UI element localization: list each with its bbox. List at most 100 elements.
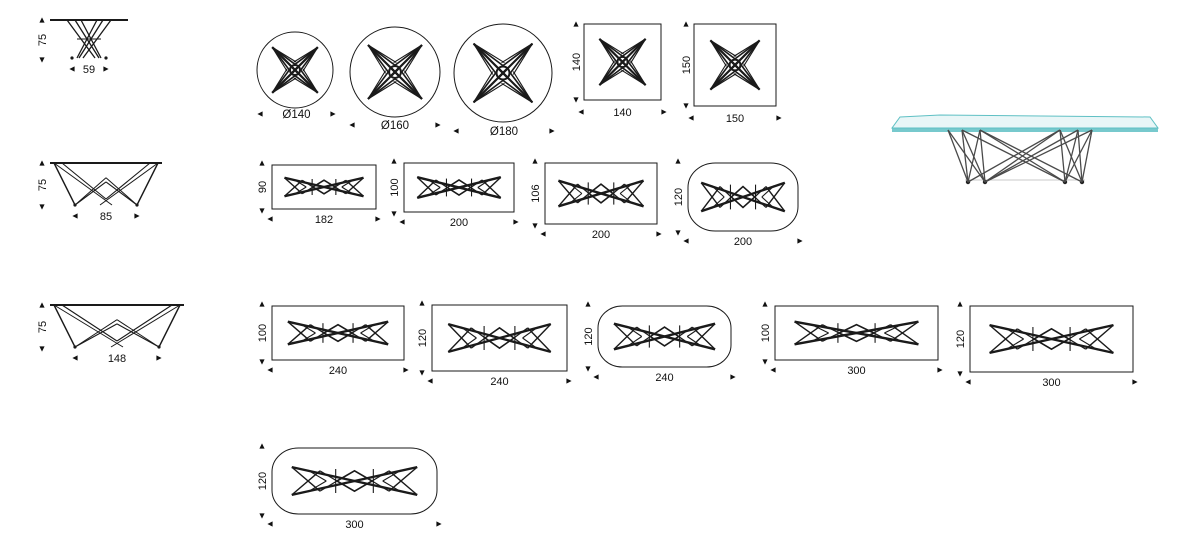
rounded-top-200x120: 120 200 [673, 158, 803, 248]
dimension-arrow [532, 158, 538, 164]
steel-base-top-view [416, 176, 502, 199]
height-label: 120 [417, 329, 429, 347]
dimension-arrow [39, 160, 45, 166]
dimension-arrow [770, 367, 776, 373]
dimension-arrow [39, 346, 45, 352]
dimension-arrow [330, 111, 336, 117]
center-ring [495, 65, 511, 81]
dimension-arrow [797, 238, 803, 244]
dimension-arrow [957, 301, 963, 307]
steel-strut [961, 129, 986, 183]
round-top-3: Ø180 [453, 23, 555, 138]
center-diamond [648, 326, 681, 347]
steel-base-side-view [53, 162, 159, 207]
rect-top-300x100: 100 300 [760, 301, 943, 377]
center-diamond [730, 185, 756, 209]
dimension-arrow [730, 374, 736, 380]
steel-strut [1077, 129, 1083, 183]
rect-top-300x120: 120 300 [955, 301, 1138, 389]
dimension-arrow [156, 355, 162, 361]
round-table-top [453, 23, 553, 123]
dimension-arrow [762, 301, 768, 307]
steel-base-top-view [472, 42, 534, 104]
steel-base-side-view [53, 304, 181, 349]
rectangular-table-top [774, 305, 939, 361]
width-label: 300 [847, 365, 865, 377]
dimension-arrow [375, 216, 381, 222]
diameter-label: Ø180 [490, 126, 518, 138]
dimension-arrow [103, 66, 109, 72]
glass-edge [892, 128, 1158, 132]
center-diamond [445, 179, 473, 196]
height-label: 75 [37, 34, 49, 46]
dimension-arrow [259, 301, 265, 307]
steel-base-top-view [700, 181, 786, 213]
dimension-arrow [540, 231, 546, 237]
dimension-arrow [427, 378, 433, 384]
width-label: 240 [329, 365, 347, 377]
height-label: 100 [760, 324, 772, 342]
rounded-table-top [271, 447, 438, 515]
height-label: 150 [681, 56, 693, 74]
rounded-top-300x120: 120 300 [257, 443, 442, 531]
steel-strut [984, 129, 1093, 183]
steel-base-top-view [598, 38, 647, 86]
round-top-2: Ø160 [349, 26, 441, 132]
dimension-arrow [573, 21, 579, 27]
center-diamond [311, 179, 337, 195]
dimension-arrow [937, 367, 943, 373]
center-ring [288, 63, 302, 77]
square-table-top [583, 23, 662, 101]
dimension-arrow [661, 109, 667, 115]
height-label: 120 [583, 327, 595, 345]
steel-base-top-view [447, 322, 552, 354]
steel-strut [1059, 129, 1083, 183]
dimension-arrow [675, 158, 681, 164]
rectangular-table-top [431, 304, 568, 372]
dimension-arrow [957, 371, 963, 377]
dimension-arrow [419, 370, 425, 376]
rectangular-table-top [969, 305, 1134, 373]
dimension-arrow [683, 238, 689, 244]
dimension-arrow [259, 359, 265, 365]
dimension-arrow [259, 208, 265, 214]
dimension-arrow [762, 359, 768, 365]
dimension-arrow [391, 158, 397, 164]
diameter-label: Ø160 [381, 120, 409, 132]
dimension-arrow [532, 223, 538, 229]
steel-strut [947, 129, 986, 183]
steel-base-top-view [284, 176, 364, 198]
steel-strut [1081, 129, 1093, 183]
steel-base-top-view [291, 465, 418, 497]
glass-top [891, 114, 1159, 132]
steel-strut [979, 129, 986, 183]
dimension-arrow [391, 211, 397, 217]
dimension-arrow [573, 97, 579, 103]
foot [70, 56, 74, 60]
round-table-top [349, 26, 441, 118]
dimension-arrow [435, 122, 441, 128]
glass-surface [891, 114, 1159, 129]
diameter-label: Ø140 [282, 109, 310, 121]
square-top-2: 150 150 [681, 21, 782, 125]
width-label: 200 [450, 217, 468, 229]
width-label: 140 [613, 107, 631, 119]
steel-base-side-view [66, 19, 112, 60]
height-label: 106 [530, 184, 542, 202]
side-view-2: 75 85 [37, 160, 162, 223]
steel-strut [1064, 129, 1093, 183]
rectangular-table-top [544, 162, 658, 225]
dimension-arrow [259, 513, 265, 519]
dimension-arrow [72, 355, 78, 361]
side-view-3: 75 148 [37, 302, 184, 365]
dimension-arrow [349, 122, 355, 128]
height-label: 120 [955, 330, 967, 348]
height-label: 75 [37, 179, 49, 191]
rounded-table-top [597, 305, 732, 368]
dimension-arrow [1132, 379, 1138, 385]
rectangular-table-top [271, 164, 377, 210]
steel-base [947, 129, 1093, 185]
width-label: 200 [734, 236, 752, 248]
center-diamond [483, 326, 516, 350]
steel-base-top-view [989, 323, 1114, 355]
